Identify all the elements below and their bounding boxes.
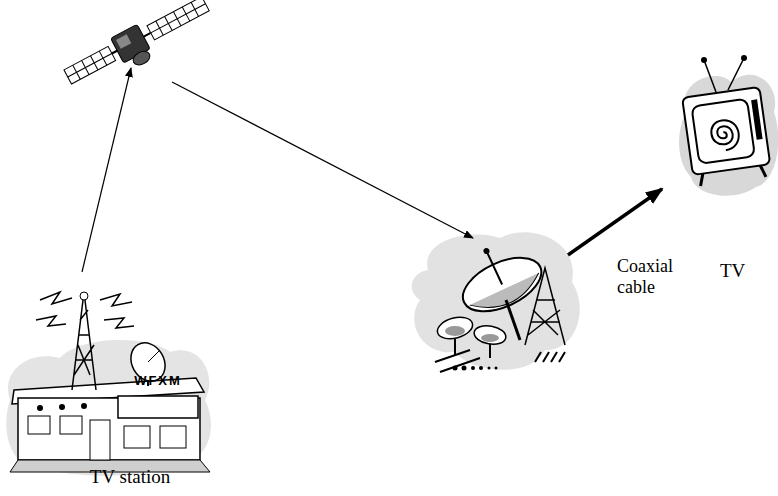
- tv-station-building: WFXM TV station: [0, 280, 212, 496]
- uplink-arrow: [82, 68, 131, 272]
- receiving-dish-icon: [412, 231, 580, 372]
- cable-label: Coaxial cable: [617, 256, 683, 297]
- node-caption: TV: [720, 260, 770, 282]
- station-sign: WFXM: [118, 374, 198, 389]
- node-caption: TV station: [70, 466, 190, 488]
- satellite-icon: [61, 0, 217, 98]
- television-set: TV: [676, 52, 778, 284]
- node-illustration: [676, 52, 778, 284]
- cable-arrow: [568, 189, 662, 255]
- downlink-arrow: [172, 82, 473, 238]
